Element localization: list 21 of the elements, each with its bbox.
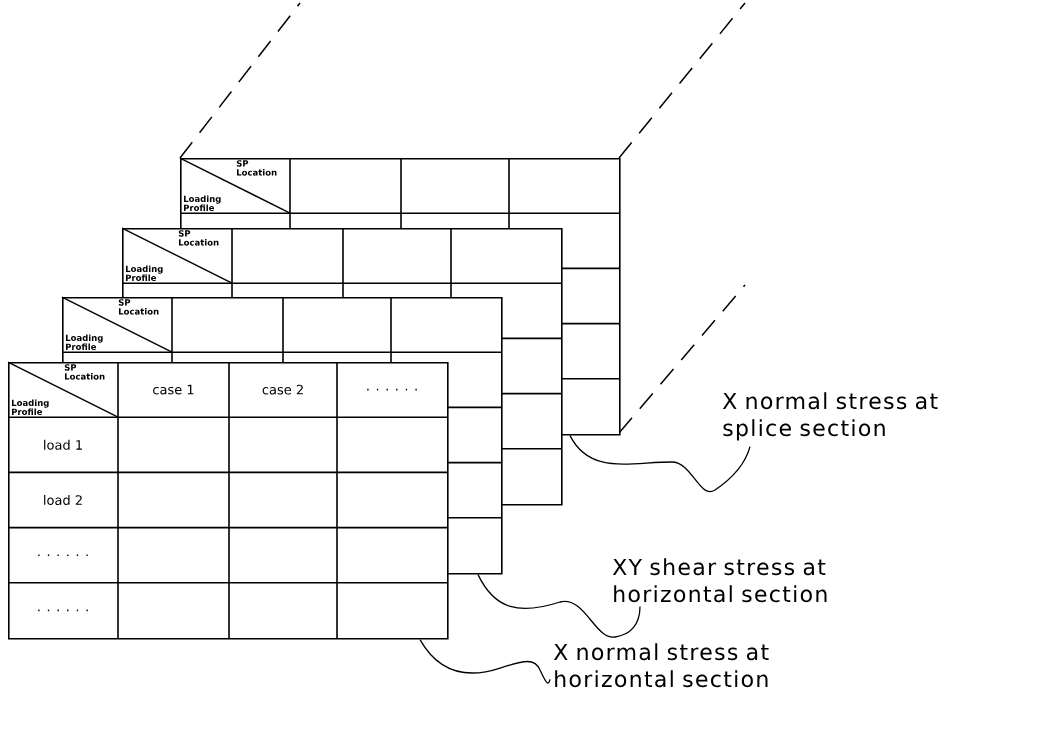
callout-text: X normal stress at splice section	[722, 392, 938, 441]
row-heading: . . . . . .	[38, 609, 88, 612]
data-table	[7, 361, 449, 640]
header-label: SP Location	[64, 364, 105, 380]
leader-line	[477, 573, 641, 638]
row-heading: load 1	[44, 439, 82, 450]
header-label: Loading Profile	[184, 195, 221, 211]
header-label: Loading Profile	[126, 265, 163, 281]
callout-text: XY shear stress at horizontal section	[612, 558, 827, 603]
callout-text: X normal stress at horizontal section	[553, 643, 769, 688]
row-heading: . . . . . .	[38, 554, 88, 556]
row-heading: load 2	[44, 494, 82, 506]
header-label: SP Location	[118, 299, 159, 315]
column-heading: case 2	[262, 384, 303, 395]
column-heading: case 1	[153, 384, 194, 395]
column-heading: . . . . . .	[367, 388, 417, 391]
header-label: SP Location	[178, 230, 219, 246]
header-label: SP Location	[236, 160, 277, 176]
leader-line	[419, 638, 551, 684]
header-label: Loading Profile	[12, 399, 49, 415]
header-label: Loading Profile	[66, 334, 103, 350]
